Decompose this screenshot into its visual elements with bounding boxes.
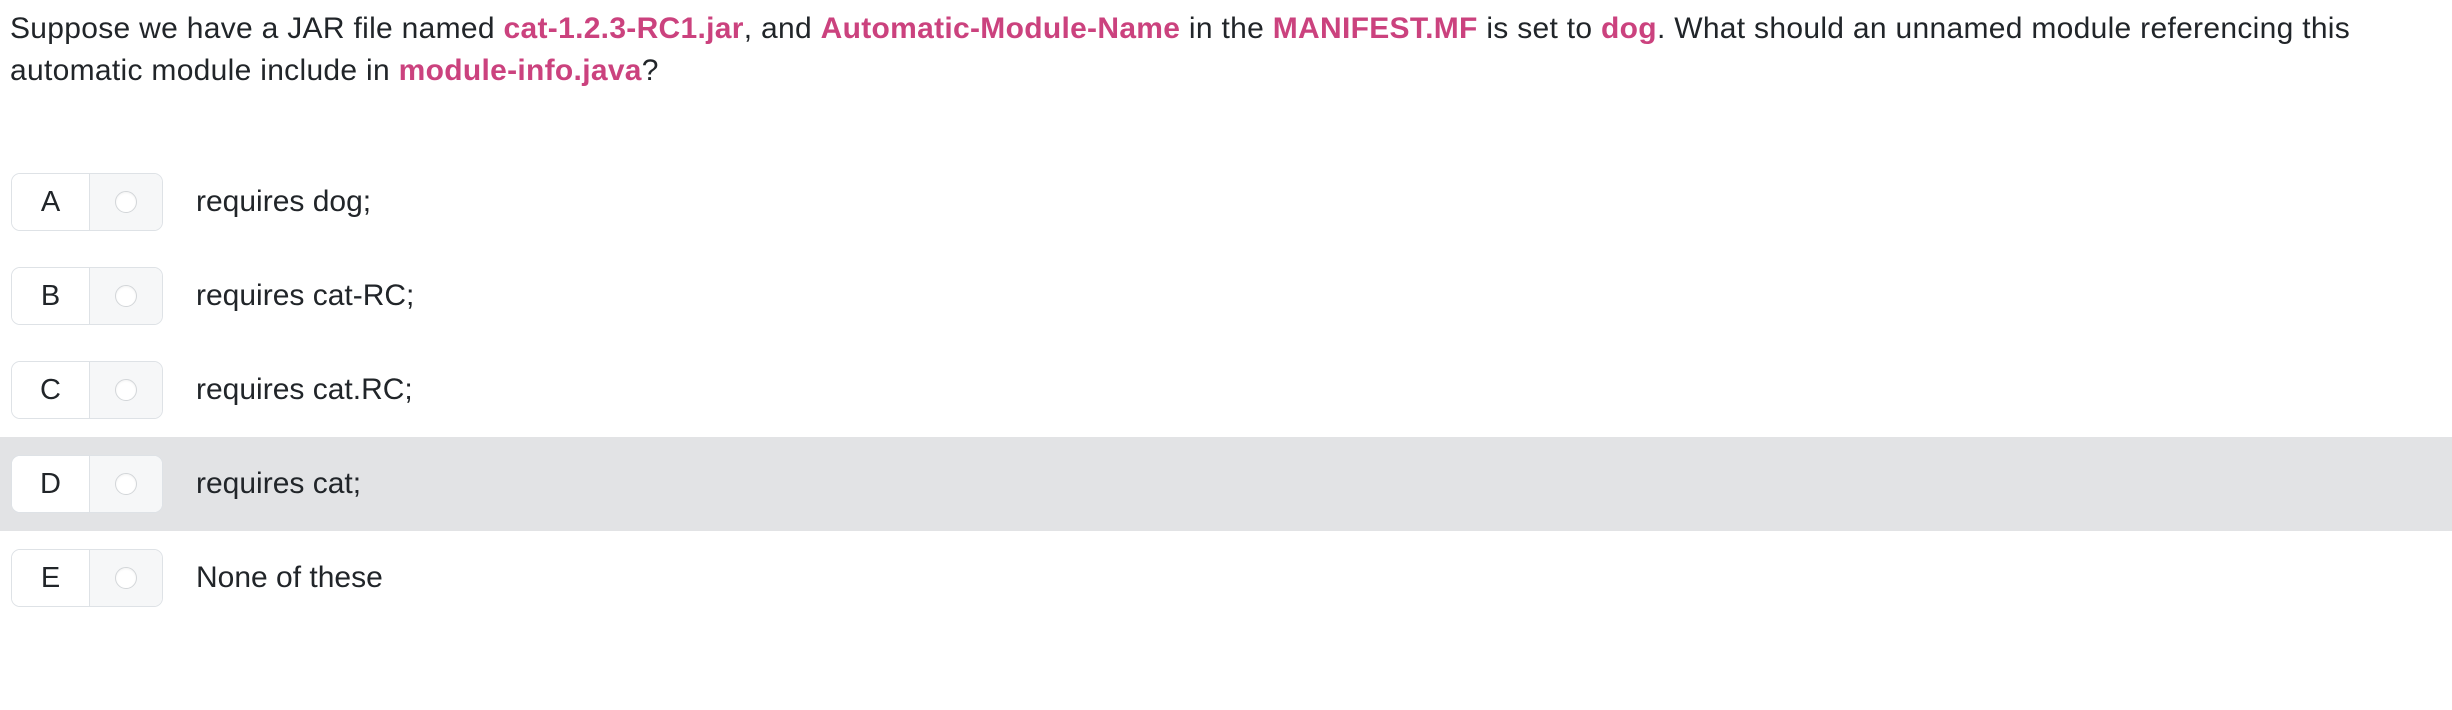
radio-unchecked-icon[interactable] bbox=[115, 379, 137, 401]
question-code-term: cat-1.2.3-RC1.jar bbox=[503, 12, 744, 45]
question-text-fragment: in the bbox=[1180, 12, 1273, 45]
option-label: requires dog; bbox=[196, 185, 372, 218]
question-text-fragment: ? bbox=[641, 54, 659, 87]
option-letter: B bbox=[12, 268, 89, 324]
option-label: requires cat-RC; bbox=[196, 279, 415, 312]
option-toggle-c[interactable]: C bbox=[11, 361, 163, 419]
option-label: None of these bbox=[196, 561, 383, 594]
option-toggle-e[interactable]: E bbox=[11, 549, 163, 607]
option-radio-cell[interactable] bbox=[89, 362, 162, 418]
question-stem: Suppose we have a JAR file named cat-1.2… bbox=[10, 8, 2410, 92]
option-row-e[interactable]: E None of these bbox=[0, 531, 2452, 625]
option-radio-cell[interactable] bbox=[89, 268, 162, 324]
question-code-term: MANIFEST.MF bbox=[1272, 12, 1478, 45]
option-radio-cell[interactable] bbox=[89, 174, 162, 230]
question-text-fragment: is set to bbox=[1477, 12, 1602, 45]
option-letter: A bbox=[12, 174, 89, 230]
option-toggle-a[interactable]: A bbox=[11, 173, 163, 231]
option-toggle-b[interactable]: B bbox=[11, 267, 163, 325]
radio-unchecked-icon[interactable] bbox=[115, 473, 137, 495]
radio-unchecked-icon[interactable] bbox=[115, 285, 137, 307]
question-code-term: module-info.java bbox=[398, 54, 642, 87]
option-toggle-d[interactable]: D bbox=[11, 455, 163, 513]
question-code-term: dog bbox=[1601, 12, 1657, 45]
option-label: requires cat.RC; bbox=[196, 373, 413, 406]
option-letter: C bbox=[12, 362, 89, 418]
question-code-term: Automatic-Module-Name bbox=[820, 12, 1181, 45]
option-radio-cell[interactable] bbox=[89, 550, 162, 606]
question-text-fragment: Suppose we have a JAR file named bbox=[10, 12, 504, 45]
option-label: requires cat; bbox=[196, 467, 362, 500]
option-letter: D bbox=[12, 456, 89, 512]
question-text-fragment: , and bbox=[743, 12, 821, 45]
radio-unchecked-icon[interactable] bbox=[115, 567, 137, 589]
option-radio-cell[interactable] bbox=[89, 456, 162, 512]
option-letter: E bbox=[12, 550, 89, 606]
question-text-fragment: . What should an unnamed module referenc… bbox=[10, 12, 2351, 87]
radio-unchecked-icon[interactable] bbox=[115, 191, 137, 213]
